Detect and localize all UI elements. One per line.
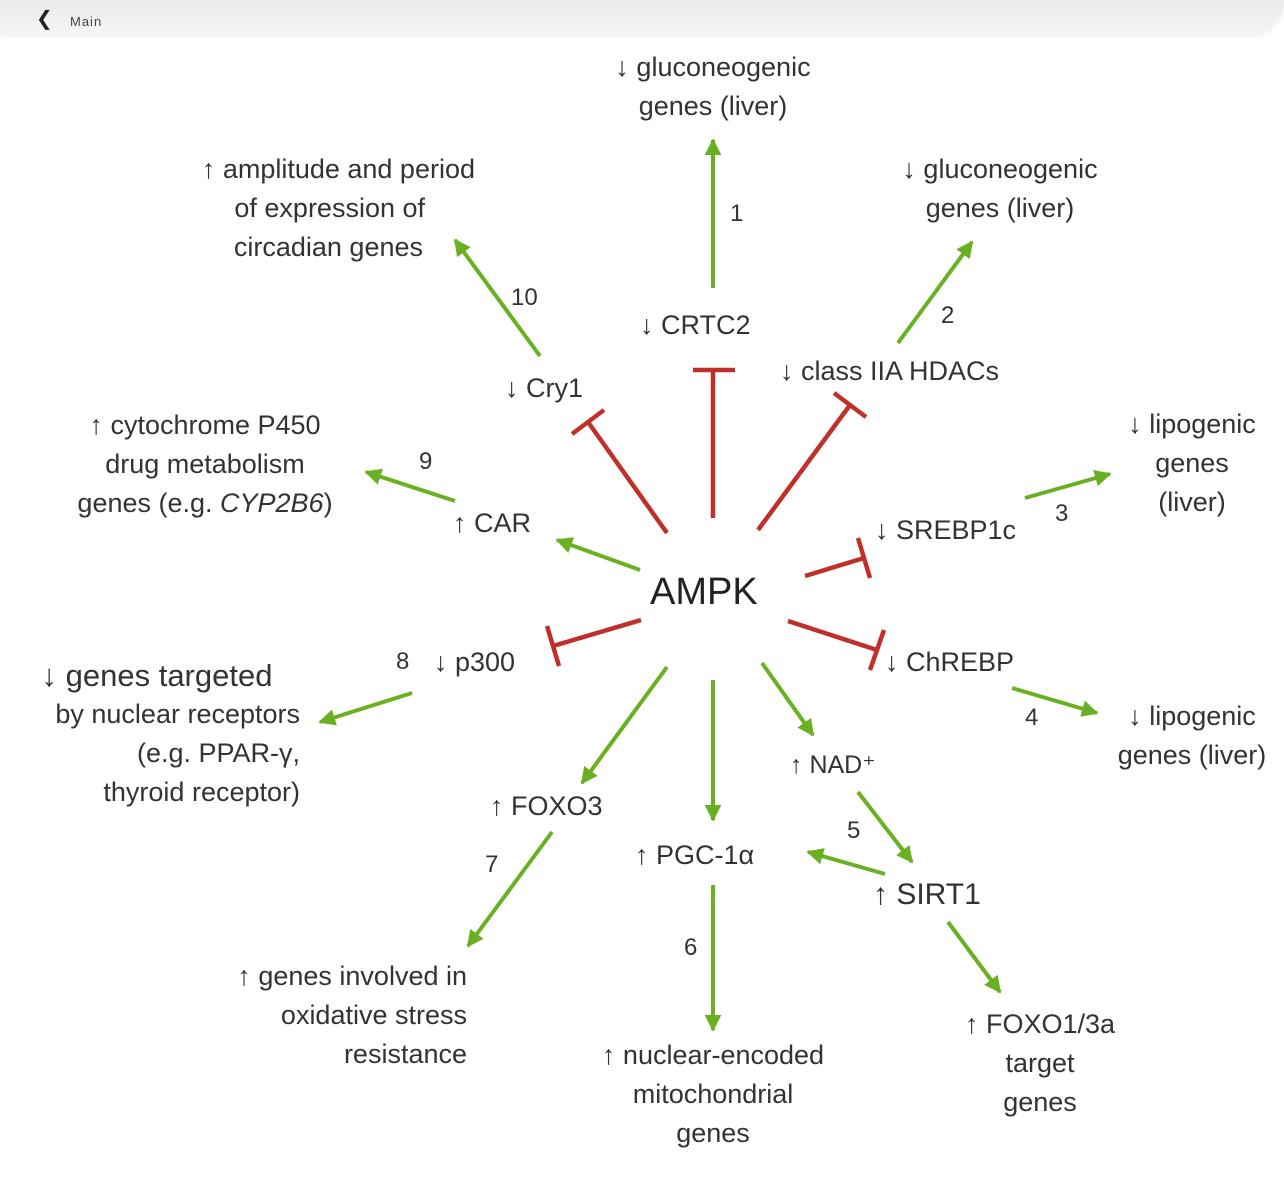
pathway-number: 8 bbox=[396, 648, 410, 675]
inhibit-hdac-bar bbox=[832, 391, 868, 419]
arrow-5a bbox=[856, 790, 914, 864]
outcome-circadian-10: ↑ amplitude and period of expression of … bbox=[130, 150, 475, 267]
pathway-number: 6 bbox=[684, 934, 698, 961]
text-line: ↑ FOXO1/3a bbox=[964, 1009, 1116, 1039]
text-line: genes bbox=[1003, 1087, 1077, 1117]
text-line: target bbox=[1005, 1048, 1075, 1078]
pathway-number: 3 bbox=[1055, 500, 1069, 527]
inhibit-hdac bbox=[756, 403, 852, 532]
text-line: genes (liver) bbox=[1117, 740, 1267, 770]
p300-node: ↓ p300 bbox=[434, 647, 516, 677]
inhibit-p300 bbox=[552, 617, 642, 649]
chrebp-node: ↓ ChREBP bbox=[885, 647, 1015, 677]
inhibit-chrebp-bar bbox=[867, 629, 887, 671]
arrow-ampk-foxo3 bbox=[580, 665, 669, 785]
text-line: mitochondrial bbox=[632, 1079, 794, 1109]
nad-node: ↑ NAD⁺ bbox=[790, 751, 876, 779]
text-line: genes (liver) bbox=[925, 193, 1075, 223]
pathway-number: 1 bbox=[730, 200, 744, 227]
text-line: ↑ genes involved in bbox=[237, 961, 467, 991]
text-line: of expression of bbox=[234, 193, 425, 223]
ampk-label: AMPK bbox=[650, 571, 758, 613]
text-line: circadian genes bbox=[233, 232, 423, 262]
inhibit-srebp-bar bbox=[855, 537, 873, 579]
arrow-ampk-nad bbox=[760, 661, 815, 737]
text-line: oxidative stress bbox=[280, 1000, 467, 1030]
inhibit-cry1-bar bbox=[570, 408, 606, 436]
arrow-4 bbox=[1011, 686, 1099, 717]
text-line: ↑ nuclear-encoded bbox=[601, 1040, 825, 1070]
outcome-lipogenic-4: ↓ lipogenic genes (liver) bbox=[1092, 697, 1284, 775]
crtc2-node: ↓ CRTC2 bbox=[640, 310, 751, 340]
text-line: (liver) bbox=[1158, 487, 1226, 517]
text-line: genes bbox=[1155, 448, 1229, 478]
text-line: genes (liver) bbox=[638, 91, 788, 121]
outcome-foxo1-3a: ↑ FOXO1/3a target genes bbox=[940, 1005, 1140, 1122]
inhibit-srebp bbox=[804, 555, 865, 579]
sirt1-node: ↑ SIRT1 bbox=[873, 878, 981, 911]
pathway-number: 4 bbox=[1025, 704, 1039, 731]
hdacs-node: ↓ class IIA HDACs bbox=[780, 356, 1000, 386]
text-line: ↓ lipogenic bbox=[1128, 409, 1256, 439]
text-line: resistance bbox=[343, 1039, 467, 1069]
top-bar: ❮ Main bbox=[0, 0, 1284, 34]
text-line: ↓ gluconeogenic bbox=[615, 52, 811, 82]
arrow-5b bbox=[806, 848, 886, 876]
back-label[interactable]: Main bbox=[70, 14, 103, 26]
outcome-lipogenic-3: ↓ lipogenic genes (liver) bbox=[1092, 405, 1284, 522]
pathway-number: 9 bbox=[419, 448, 433, 475]
chevron-left-icon[interactable]: ❮ bbox=[36, 8, 53, 30]
text-line: ↓ gluconeogenic bbox=[902, 154, 1098, 184]
text-line: ↑ cytochrome P450 bbox=[89, 410, 321, 440]
outcome-oxidative-7: ↑ genes involved in oxidative stress res… bbox=[145, 957, 467, 1074]
text-line: drug metabolism bbox=[105, 449, 305, 479]
pathway-number: 5 bbox=[847, 817, 861, 844]
text-segment: ) bbox=[323, 488, 333, 518]
outcome-gluconeogenic-2: ↓ gluconeogenic genes (liver) bbox=[850, 150, 1150, 228]
outcome-gluconeogenic-1: ↓ gluconeogenic genes (liver) bbox=[563, 48, 863, 126]
gene-name: CYP2B6 bbox=[220, 488, 324, 518]
arrow-9 bbox=[364, 468, 456, 503]
pathway-number: 7 bbox=[485, 851, 499, 878]
text-segment: genes (e.g. bbox=[77, 488, 221, 518]
inhibit-cry1 bbox=[586, 420, 669, 535]
outcome-nuclear-receptors-8: ↓ genes targeted by nuclear receptors (e… bbox=[0, 656, 300, 812]
foxo3-node: ↑ FOXO3 bbox=[490, 791, 603, 821]
text-line: genes (e.g. CYP2B6) bbox=[30, 484, 380, 523]
outcome-mitochondrial-6: ↑ nuclear-encoded mitochondrial genes bbox=[563, 1036, 863, 1153]
inhibit-p300-bar bbox=[544, 625, 562, 667]
arrow-3 bbox=[1024, 470, 1112, 500]
text-line: ↓ lipogenic bbox=[1128, 701, 1256, 731]
text-line: thyroid receptor) bbox=[103, 777, 300, 807]
cry1-node: ↓ Cry1 bbox=[505, 373, 584, 403]
srebp1c-node: ↓ SREBP1c bbox=[875, 515, 1017, 545]
outcome-cytochrome-9: ↑ cytochrome P450 drug metabolism genes … bbox=[30, 406, 380, 523]
pathway-number: 2 bbox=[941, 302, 955, 329]
arrow-sirt1-foxo bbox=[946, 920, 1002, 994]
text-line: by nuclear receptors bbox=[55, 699, 300, 729]
text-line: ↑ amplitude and period bbox=[201, 154, 475, 184]
pgc1a-node: ↑ PGC-1α bbox=[635, 840, 755, 870]
arrow-8 bbox=[318, 691, 413, 726]
arrow-7 bbox=[466, 830, 554, 948]
text-line: (e.g. PPAR-γ, bbox=[136, 738, 300, 768]
text-line: ↓ genes targeted bbox=[41, 658, 273, 693]
arrow-10 bbox=[453, 238, 542, 358]
arrow-ampk-car bbox=[555, 537, 641, 572]
arrow-2 bbox=[896, 240, 974, 345]
pathway-number: 10 bbox=[511, 284, 538, 311]
car-node: ↑ CAR bbox=[453, 508, 532, 538]
text-line: genes bbox=[676, 1118, 750, 1148]
inhibit-chrebp bbox=[787, 618, 878, 653]
